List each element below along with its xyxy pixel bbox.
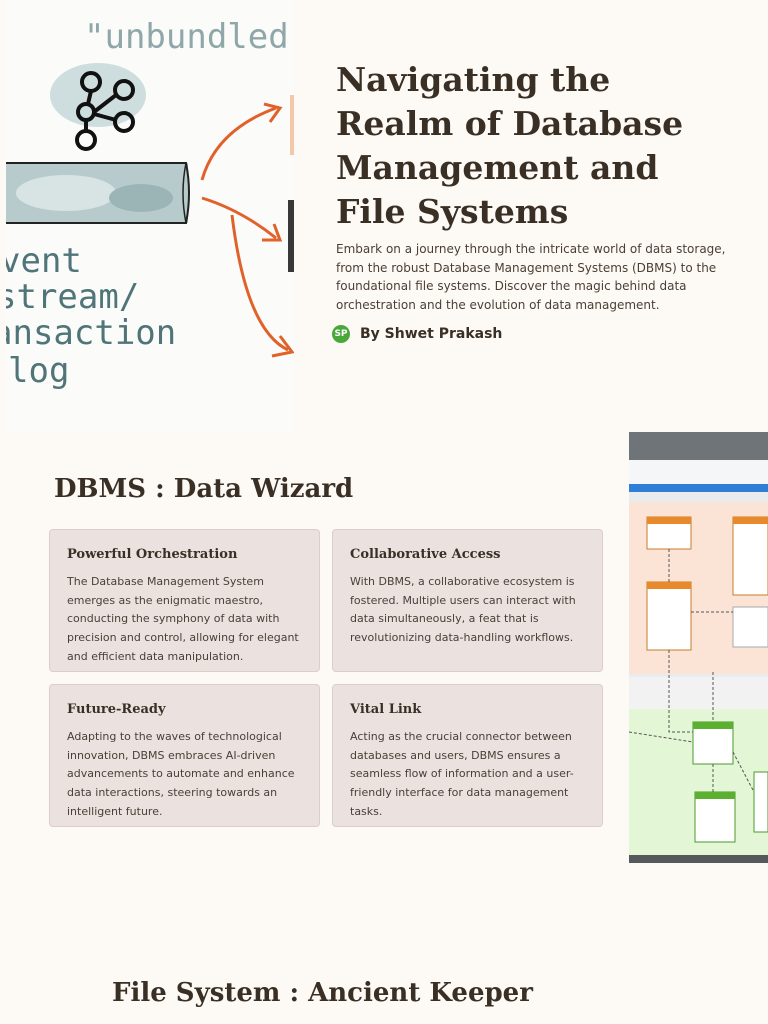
hero-illustration: "unbundled"	[6, 0, 294, 432]
illustration-side-label-4: log	[8, 351, 69, 391]
unbundled-sketch: "unbundled"	[6, 17, 294, 391]
card-title: Vital Link	[350, 702, 422, 717]
illustration-top-label: "unbundled"	[84, 17, 294, 57]
author-name[interactable]: By Shwet Prakash	[360, 326, 503, 342]
feature-card-collaborative: Collaborative Access With DBMS, a collab…	[332, 529, 603, 672]
illustration-side-label-2: stream/	[6, 277, 139, 317]
feature-card-orchestration: Powerful Orchestration The Database Mana…	[49, 529, 320, 672]
card-text: With DBMS, a collaborative ecosystem is …	[350, 575, 576, 645]
card-text: Adapting to the waves of technological i…	[67, 730, 295, 818]
database-diagram-image	[629, 432, 768, 863]
card-title: Future-Ready	[67, 702, 166, 717]
hero-description: Embark on a journey through the intricat…	[336, 242, 726, 313]
card-title: Collaborative Access	[350, 547, 501, 562]
author-byline[interactable]: SP By Shwet Prakash	[332, 325, 502, 343]
illustration-side-label-3: ansaction	[6, 313, 176, 353]
card-text: The Database Management System emerges a…	[67, 575, 299, 663]
feature-card-future-ready: Future-Ready Adapting to the waves of te…	[49, 684, 320, 827]
card-title: Powerful Orchestration	[67, 547, 238, 562]
graph-nodes-icon	[75, 71, 135, 151]
dbms-section-title: DBMS : Data Wizard	[54, 474, 354, 504]
page-title: Navigating the Realm of Database Managem…	[336, 60, 684, 231]
file-system-section-title: File System : Ancient Keeper	[112, 978, 533, 1008]
illustration-side-label-1: vent	[6, 241, 82, 281]
avatar[interactable]: SP	[332, 325, 350, 343]
card-text: Acting as the crucial connector between …	[350, 730, 574, 818]
feature-card-vital-link: Vital Link Acting as the crucial connect…	[332, 684, 603, 827]
